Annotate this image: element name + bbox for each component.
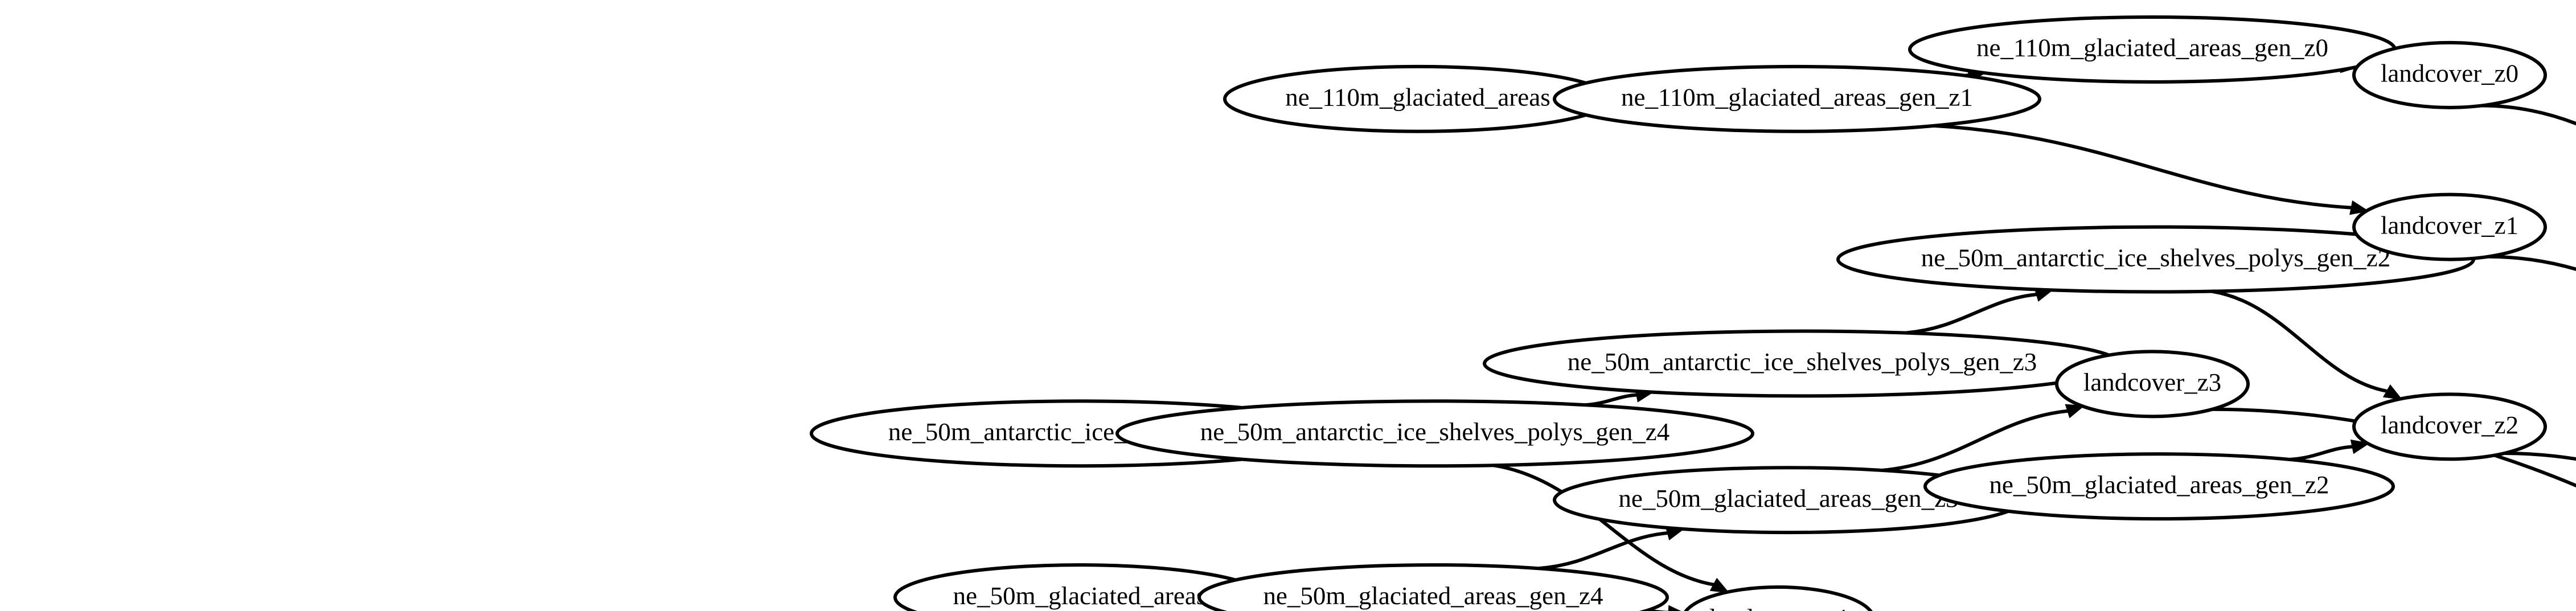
- node-landcover_z1[interactable]: [2352, 192, 2547, 261]
- node-label-ne_50m_antarctic_ice_shelves_polys_gen_z3: ne_50m_antarctic_ice_shelves_polys_gen_z…: [1568, 347, 2037, 376]
- node-label-ne_110m_glaciated_areas: ne_110m_glaciated_areas: [1285, 83, 1550, 112]
- node-landcover_z0[interactable]: [2352, 40, 2547, 109]
- edge-arrowhead: [2382, 384, 2403, 400]
- node-label-ne_50m_glaciated_areas: ne_50m_glaciated_areas: [953, 581, 1207, 610]
- node-label-landcover_z4: landcover_z4: [1709, 604, 1847, 611]
- edge-ne_110m_glaciated_areas_gen_z1--to--landcover_z1: [1933, 124, 2352, 210]
- nodes-layer: imposm3osm_landcover_polygonsimplify_vw_…: [810, 15, 2547, 611]
- node-label-ne_50m_antarctic_ice_shelves_polys_gen_z2: ne_50m_antarctic_ice_shelves_polys_gen_z…: [1921, 243, 2391, 272]
- edge-ne_50m_antarctic_ice_shelves_polys_gen_z3--to--ne_50m_antarctic_ice_shelves_polys_gen_z2: [1906, 293, 2037, 335]
- edge-arrowhead: [2065, 404, 2085, 419]
- edge-arrowhead: [2349, 200, 2369, 215]
- node-label-ne_110m_glaciated_areas_gen_z0: ne_110m_glaciated_areas_gen_z0: [1976, 34, 2328, 62]
- node-label-ne_50m_glaciated_areas_gen_z4: ne_50m_glaciated_areas_gen_z4: [1263, 581, 1603, 610]
- node-ne_110m_glaciated_areas_gen_z1[interactable]: [1553, 64, 2041, 133]
- node-label-ne_50m_glaciated_areas_gen_z3: ne_50m_glaciated_areas_gen_z3: [1618, 484, 1958, 512]
- node-ne_50m_antarctic_ice_shelves_polys_gen_z4[interactable]: [1115, 399, 1754, 468]
- edge-arrowhead: [1668, 605, 1681, 611]
- edge-landcover_z2--to--layer_landcover-z2: [2504, 452, 2576, 461]
- node-label-ne_110m_glaciated_areas_gen_z1: ne_110m_glaciated_areas_gen_z1: [1621, 83, 1973, 112]
- node-label-ne_50m_antarctic_ice_shelves_polys_gen_z4: ne_50m_antarctic_ice_shelves_polys_gen_z…: [1200, 417, 1670, 446]
- node-landcover_z4[interactable]: [1683, 585, 1874, 611]
- edge-landcover_z0--to--layer_landcover-z0: [2481, 104, 2576, 126]
- edge-arrowhead: [2350, 439, 2370, 454]
- node-label-landcover_z1: landcover_z1: [2381, 211, 2518, 239]
- node-ne_50m_glaciated_areas_gen_z2[interactable]: [1923, 452, 2395, 521]
- edge-ne_50m_antarctic_ice_shelves_polys_gen_z4--to--landcover_z4: [1493, 464, 1714, 587]
- node-landcover_z2[interactable]: [2352, 392, 2547, 461]
- node-landcover_z3[interactable]: [2055, 350, 2250, 419]
- node-label-ne_50m_glaciated_areas_gen_z2: ne_50m_glaciated_areas_gen_z2: [1989, 470, 2329, 499]
- edge-ne_50m_glaciated_areas_gen_z4--to--ne_50m_glaciated_areas_gen_z3: [1539, 531, 1668, 571]
- edge-ne_50m_antarctic_ice_shelves_polys_gen_z2--to--landcover_z2: [2211, 289, 2388, 393]
- node-label-landcover_z3: landcover_z3: [2083, 368, 2221, 396]
- node-ne_50m_glaciated_areas_gen_z4[interactable]: [1197, 563, 1669, 611]
- edge-ne_50m_glaciated_areas_gen_z2--to--landcover_z2: [2290, 445, 2353, 461]
- edges-layer: [1114, 58, 2576, 611]
- node-label-landcover_z2: landcover_z2: [2381, 411, 2518, 439]
- edge-arrowhead: [1709, 577, 1730, 593]
- edge-ne_50m_glaciated_areas_gen_z3--to--landcover_z3: [1881, 409, 2069, 473]
- node-label-landcover_z0: landcover_z0: [2381, 59, 2518, 88]
- edge-ne_50m_antarctic_ice_shelves_polys_gen_z4--to--ne_50m_antarctic_ice_shelves_polys_gen_z3: [1585, 393, 1638, 407]
